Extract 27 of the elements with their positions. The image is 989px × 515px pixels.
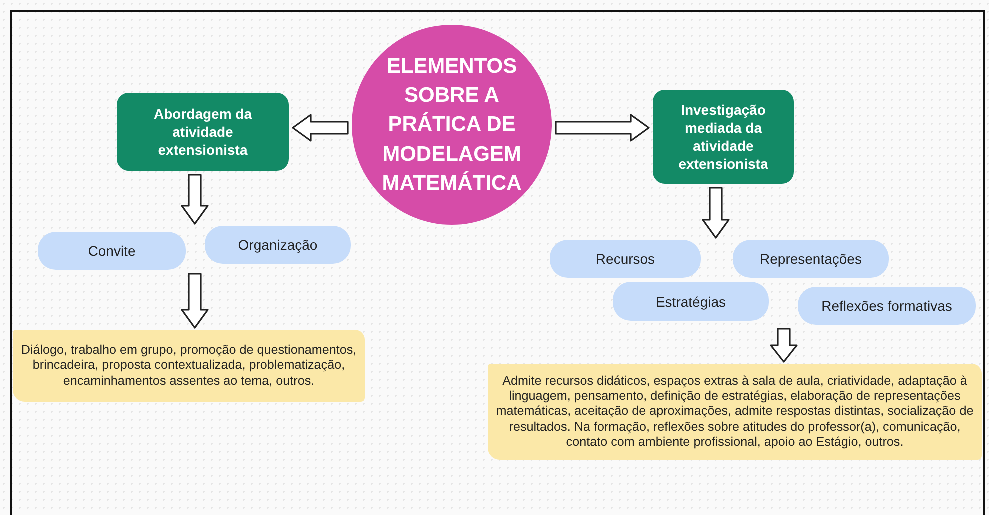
element-pill [798, 287, 976, 325]
block-arrow [181, 174, 209, 225]
block-arrow [555, 114, 650, 142]
element-pill [613, 282, 769, 321]
element-pill [550, 240, 701, 278]
category-label: Investigação mediada da atividade extensionista [678, 100, 770, 174]
block-arrow [181, 273, 209, 329]
element-pill [733, 240, 889, 278]
element-pill [38, 232, 186, 270]
topic-title: ELEMENTOS SOBRE A PRÁTICA DE MODELAGEM MATEMÁTICA [381, 54, 523, 198]
note-text: Admite recursos didáticos, espaços extras à sala de aula, criatividade, adaptação à linguagem, pensamento, definição de estratégias, elaboração de representações matemáticas, aceitação de aproximações, admite respostas distintas, socialização de resultados. Na formação, reflexões sobre atitudes do professor(a), comunicação, contato com ambiente profissional, apoio ao Estágio, outros. [495, 374, 975, 450]
element-label: Reflexões formativas [822, 298, 952, 314]
element-pill [205, 226, 351, 264]
category-label: Abordagem da atividade extensionista [152, 104, 254, 160]
block-arrow [702, 187, 730, 239]
element-label: Estratégias [656, 294, 726, 310]
category-box [117, 93, 289, 171]
element-label: Convite [88, 243, 136, 259]
block-arrow [292, 114, 349, 142]
element-label: Organização [238, 237, 318, 253]
block-arrow [770, 328, 798, 363]
note-box [13, 330, 365, 402]
note-box [488, 364, 982, 460]
note-text: Diálogo, trabalho em grupo, promoção de questionamentos, brincadeira, proposta contextualizada, problematização, encaminhamentos assentes ao tema, outros. [20, 343, 358, 389]
element-label: Representações [760, 251, 862, 267]
element-label: Recursos [596, 251, 656, 267]
category-box [653, 90, 794, 184]
